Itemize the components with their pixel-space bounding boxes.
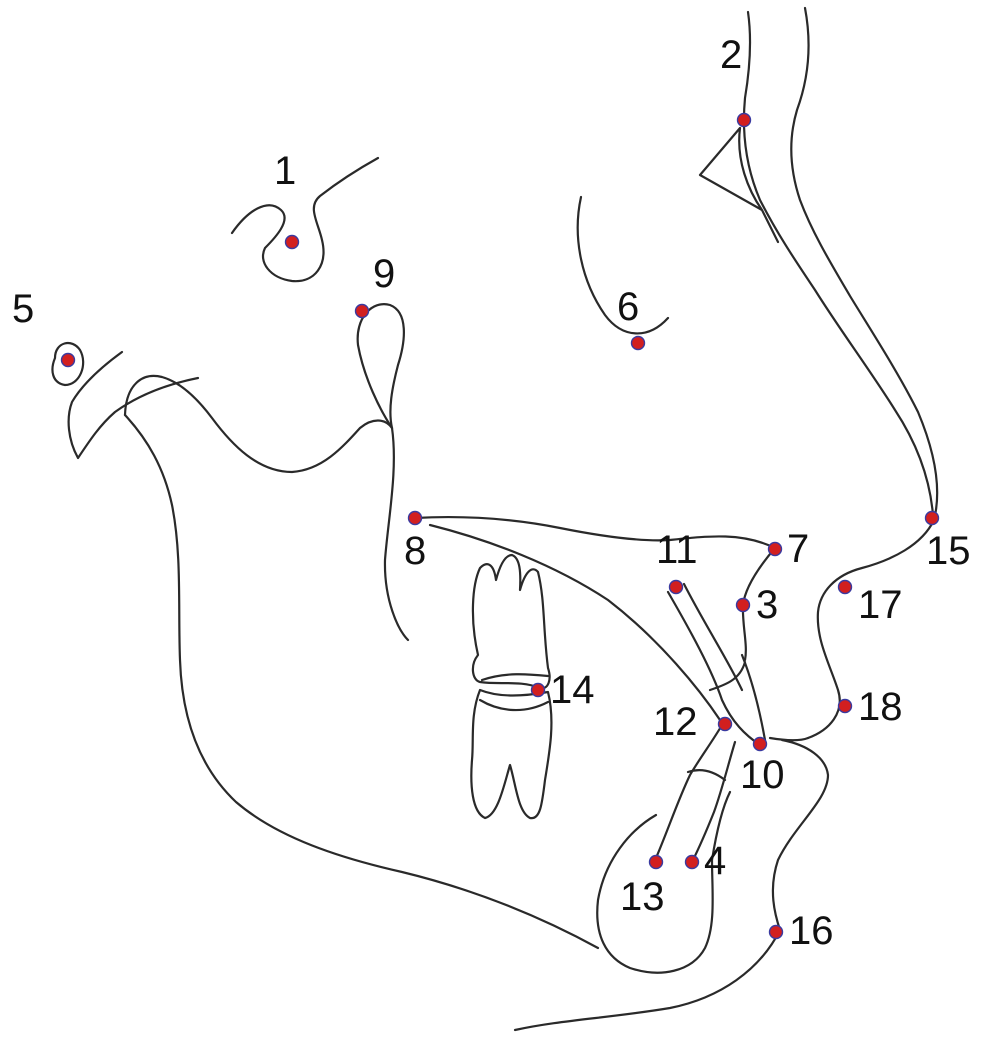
mandible-border [125,376,392,472]
landmark-5-label: 5 [12,287,34,331]
landmark-17-label: 17 [858,583,903,627]
landmark-4: 4 [686,839,727,883]
landmark-1-label: 1 [274,149,296,193]
ramus-posterior [125,415,598,948]
soft-tissue-forehead [791,8,937,520]
landmark-6-label: 6 [617,285,639,329]
landmark-12-dot [719,718,732,731]
landmark-8-dot [409,512,422,525]
landmark-15-dot [926,512,939,525]
landmark-17: 17 [839,581,903,628]
landmark-6: 6 [617,285,645,350]
landmark-3-dot [737,599,750,612]
landmark-4-dot [686,856,699,869]
landmark-15-label: 15 [926,529,971,573]
landmark-5-dot [62,354,75,367]
landmark-8: 8 [404,512,426,574]
pterygoid-fissure [358,304,408,640]
landmark-6-dot [632,337,645,350]
landmark-12-label: 12 [653,700,698,744]
landmark-7: 7 [769,527,810,571]
landmark-18-dot [839,700,852,713]
soft-tissue-chin [515,930,780,1030]
landmark-13-label: 13 [620,875,665,919]
landmark-10-dot [754,738,767,751]
landmark-2-dot [738,114,751,127]
landmark-4-label: 4 [704,839,726,883]
outlines [52,8,937,1030]
landmark-13: 13 [620,856,665,920]
orbit-outline [700,128,778,242]
landmark-3-label: 3 [756,583,778,627]
landmark-16: 16 [770,909,834,953]
landmark-9-dot [356,305,369,318]
landmark-8-label: 8 [404,529,426,573]
landmark-11: 11 [656,528,698,594]
landmark-5: 5 [12,287,75,367]
landmark-18: 18 [839,685,903,729]
landmark-18-label: 18 [858,685,903,729]
landmark-14-label: 14 [550,668,595,712]
palatal-plane [415,517,775,548]
landmark-7-label: 7 [787,527,809,571]
landmark-13-dot [650,856,663,869]
landmark-16-label: 16 [789,909,834,953]
landmark-10: 10 [740,738,785,798]
landmark-14-dot [532,684,545,697]
landmark-2-label: 2 [720,33,742,77]
landmark-2: 2 [720,33,751,127]
lower-molar [471,690,551,818]
condyle-outline [69,352,198,458]
landmark-9-label: 9 [373,252,395,296]
landmark-7-dot [769,543,782,556]
forehead-profile [744,12,933,515]
landmark-1-dot [286,236,299,249]
landmark-17-dot [839,581,852,594]
upper-molar [473,555,550,688]
landmark-11-dot [670,581,683,594]
landmark-12: 12 [653,700,732,744]
landmark-10-label: 10 [740,753,785,797]
landmark-11-label: 11 [656,528,698,572]
landmark-9: 9 [356,252,396,318]
landmark-16-dot [770,926,783,939]
landmark-15: 15 [926,512,971,574]
sella-outline [232,158,378,281]
